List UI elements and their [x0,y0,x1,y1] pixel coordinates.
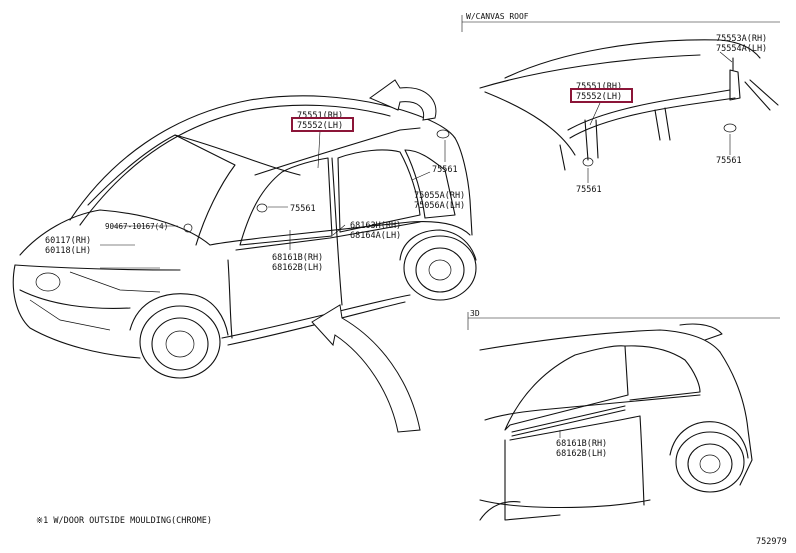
label-win-rh: 68163H(RH) [350,221,401,231]
canvas-label-rear-rh: 75553A(RH) [716,34,767,44]
canvas-label-rear-lh: 75554A(LH) [716,44,767,54]
three-door-labels: 68161B(RH) 68162B(LH) [556,439,607,459]
label-roof-rh: 75551(RH) [297,111,343,121]
label-emb-lh: 60118(LH) [45,246,91,256]
canvas-roof-labels: 75551(RH) 75552(LH) 75553A(RH) 75554A(LH… [570,34,767,195]
canvas-label-clip-left: 75561 [576,185,602,195]
label-rear-rh: 75055A(RH) [414,191,465,201]
label-belt-lh: 68162B(LH) [272,263,323,273]
label-belt-rh: 68161B(RH) [272,253,323,263]
label-win-lh: 68164A(LH) [350,231,401,241]
diagram-id: 752979 [756,537,787,547]
canvas-label-clip-right: 75561 [716,156,742,166]
three-door-inset: 3D [467,309,780,521]
highlight-box-canvas [570,88,633,103]
label-emb-rh: 60117(RH) [45,236,91,246]
label-screw: 90467-10167(4) [105,222,168,231]
canvas-roof-inset: W/CANVAS ROOF [461,12,780,183]
canvas-label-roof-lh: 75552(LH) [576,92,622,102]
three-door-label-belt-rh: 68161B(RH) [556,439,607,449]
three-door-header: 3D [470,309,480,318]
highlight-box-main [291,117,354,132]
indicator-arrow-top [368,79,437,121]
main-car-labels: 75551(RH) 75552(LH) 75561 75561 75055A(R… [45,111,465,273]
main-car-drawing [12,95,477,379]
main-leader-lines [100,130,446,269]
canvas-label-roof-rh: 75551(RH) [576,82,622,92]
canvas-roof-header: W/CANVAS ROOF [466,12,529,21]
indicator-arrow-bottom [311,304,421,433]
footnote: ※1 W/DOOR OUTSIDE MOULDING(CHROME) [36,516,212,526]
label-rear-lh: 75056A(LH) [414,201,465,211]
label-clip-b: 75561 [432,165,458,175]
label-clip-a: 75561 [290,204,316,214]
three-door-label-belt-lh: 68162B(LH) [556,449,607,459]
label-roof-lh: 75552(LH) [297,121,343,131]
